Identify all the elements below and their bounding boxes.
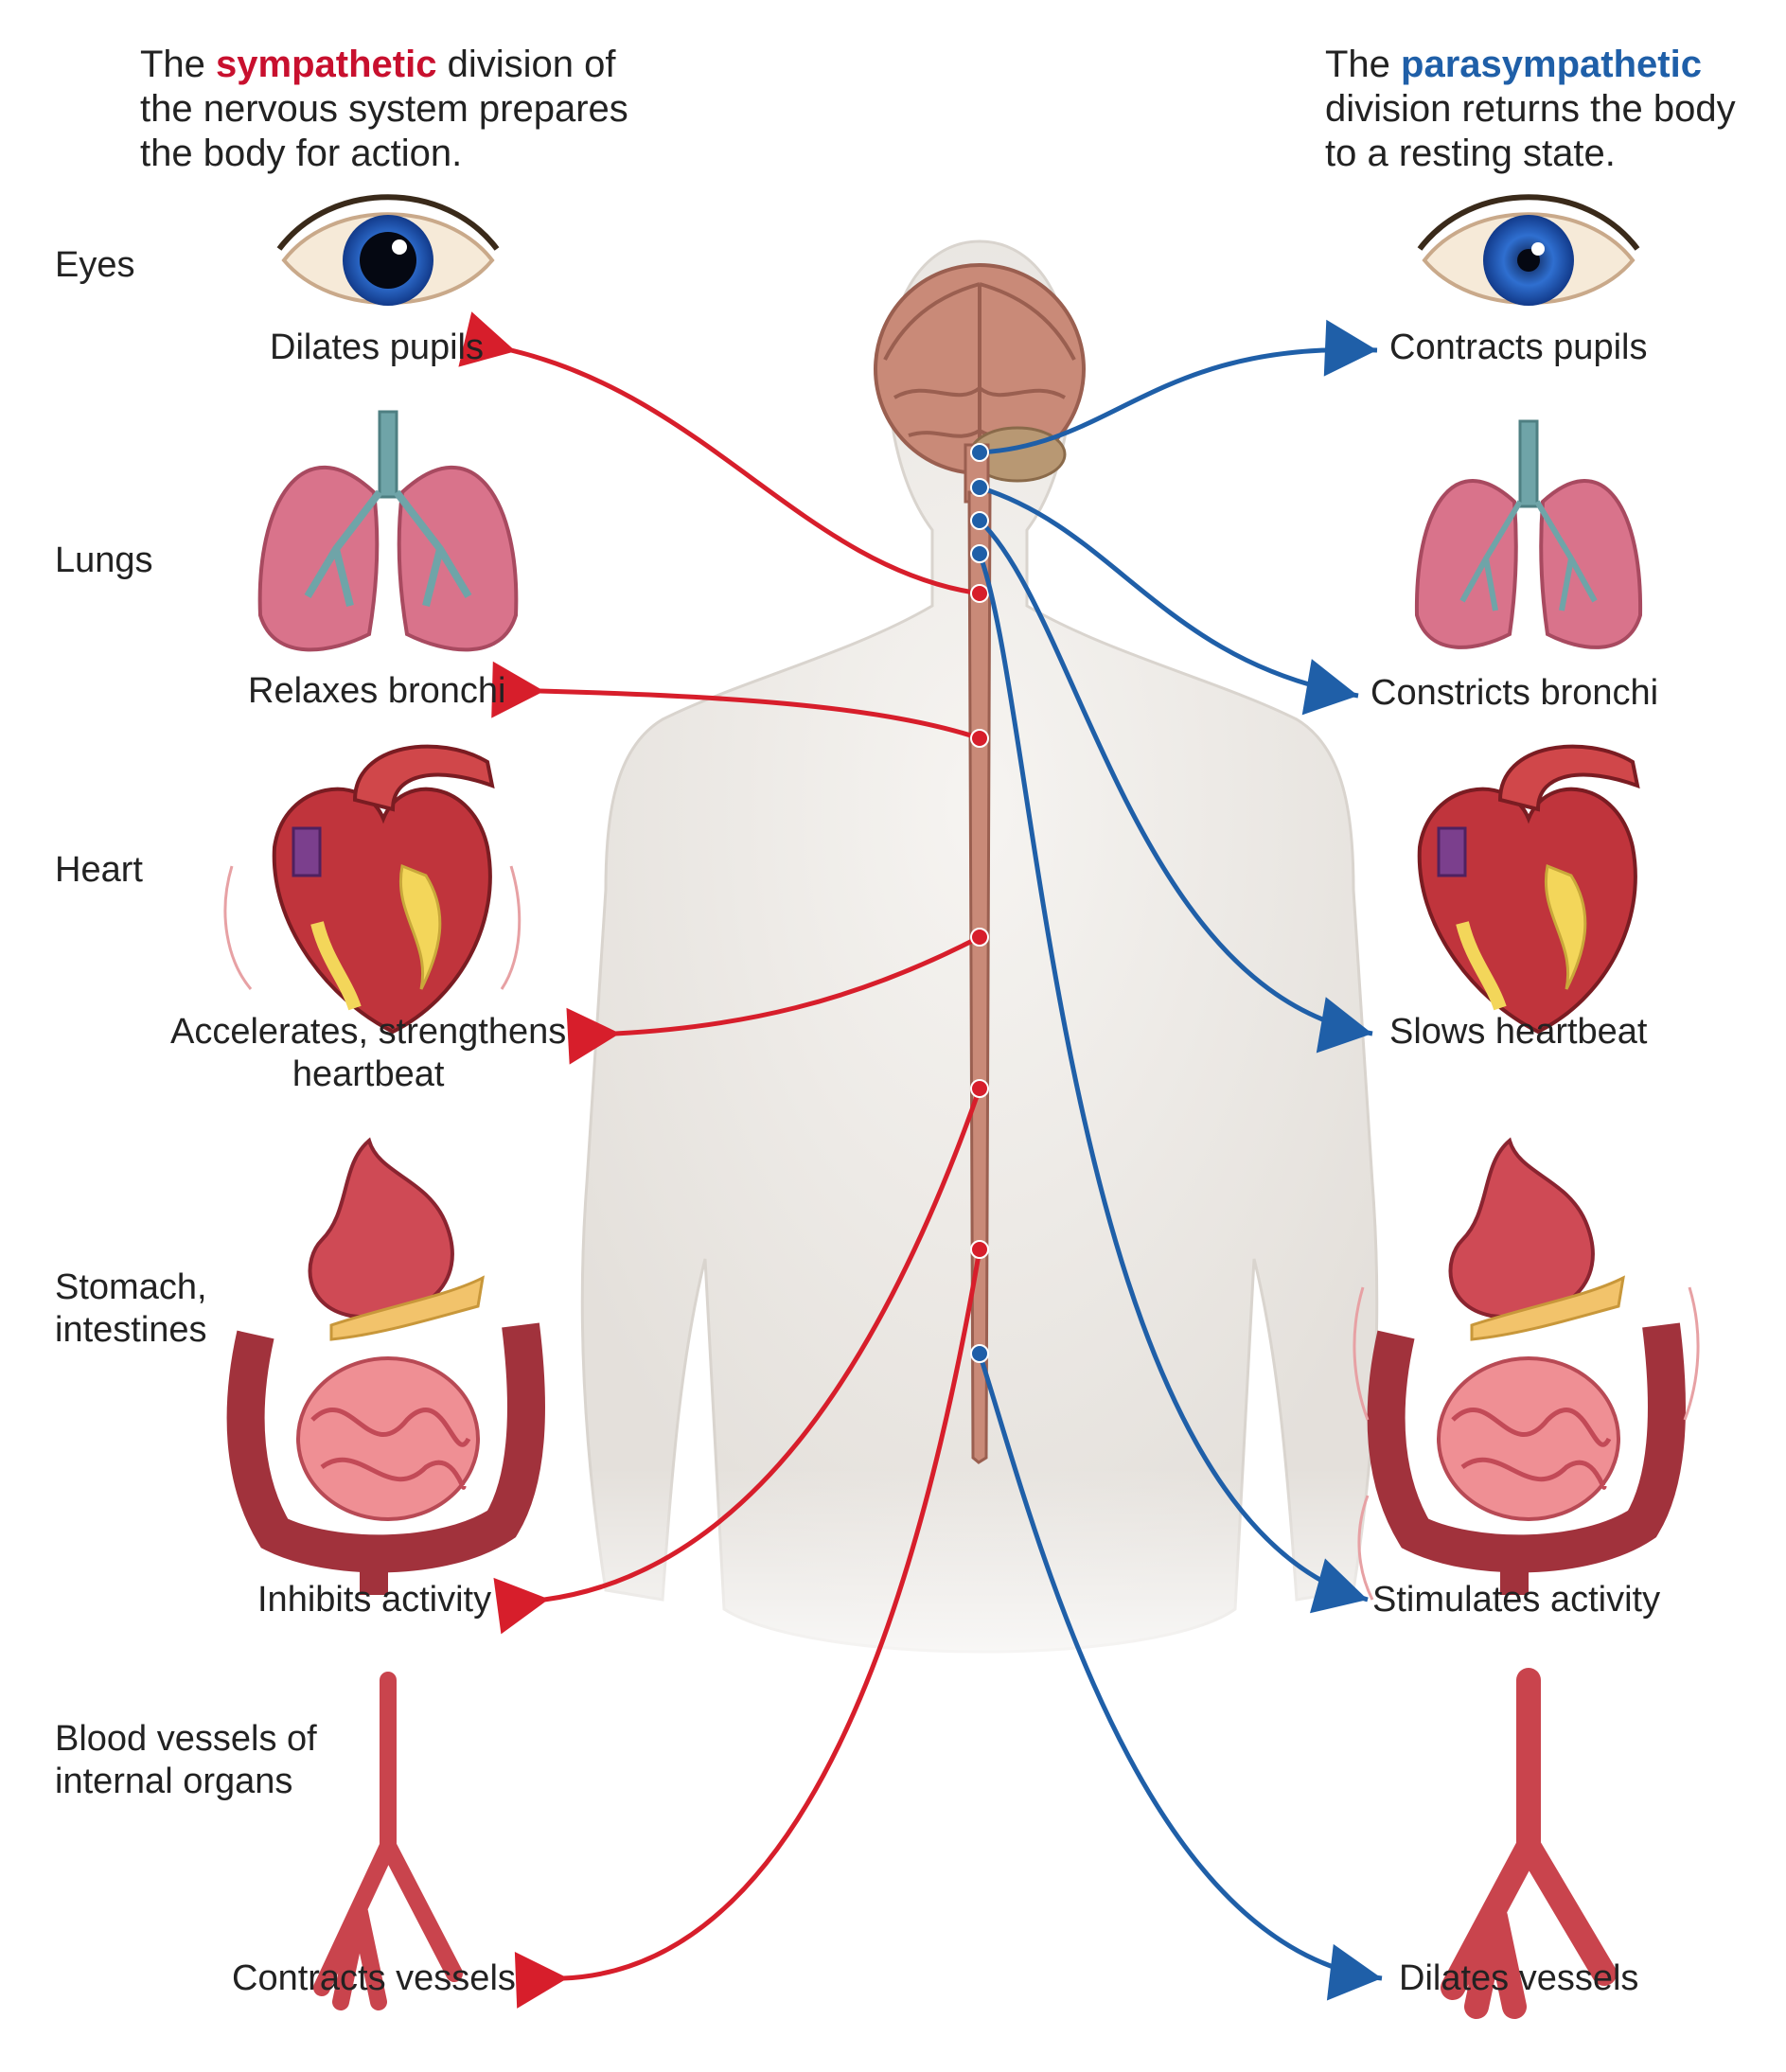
parasympathetic-effect-vessels: Dilates vessels [1399,1958,1639,1998]
blood-vessel-illustration-right [1441,1668,1617,2019]
sympathetic-pathways [458,311,982,2010]
spinal-cord [967,490,992,1464]
parasympathetic-nodes [970,443,989,1363]
sympathetic-intro-line2: the nervous system prepares [140,88,628,130]
organ-label-heart: Heart [55,850,143,890]
parasympathetic-path-vessels [977,1353,1383,2001]
sympathetic-nodes [970,584,989,1259]
parasympathetic-path-heart [978,519,1373,1054]
organ-label-digestive-line2: intestines [55,1310,207,1350]
sympathetic-path-pupils [458,311,981,596]
heart-illustration-right [1417,744,1640,1035]
sympathetic-effect-vessels: Contracts vessels [232,1958,516,1998]
blood-vessel-illustration-left [313,1672,463,2010]
digestive-illustration-right [1353,1137,1700,1601]
sympathetic-effect-heart: Accelerates, strengthens heartbeat [170,1011,566,1096]
sympathetic-path-heart [566,934,981,1065]
parasympathetic-intro: The parasympathetic division returns the… [1325,43,1736,176]
sympathetic-path-digestive [493,1088,982,1635]
sympathetic-path-bronchi [491,661,981,741]
sympathetic-path-vessels [514,1249,982,2010]
sympathetic-intro-line1-post: division of [436,44,616,85]
parasympathetic-path-bronchi [979,485,1359,716]
organ-label-eyes: Eyes [55,245,135,285]
sympathetic-keyword: sympathetic [216,44,437,85]
parasympathetic-effect-digestive: Stimulates activity [1372,1580,1661,1620]
organ-label-blood-vessels: Blood vessels of internal organs [55,1718,317,1803]
sympathetic-intro: The sympathetic division of the nervous … [140,43,628,176]
parasympathetic-effect-pupils: Contracts pupils [1389,328,1648,367]
parasympathetic-keyword: parasympathetic [1401,44,1702,85]
digestive-illustration-left [226,1137,545,1595]
organ-label-digestive-line1: Stomach, [55,1267,207,1307]
eye-illustration-right [1417,194,1640,306]
sympathetic-effect-bronchi: Relaxes bronchi [248,671,506,711]
parasympathetic-intro-pre: The [1325,44,1402,85]
organ-label-lungs: Lungs [55,540,153,580]
organ-label-blood-vessels-line1: Blood vessels of [55,1719,317,1759]
parasympathetic-effect-heart: Slows heartbeat [1389,1012,1648,1052]
organ-label-digestive: Stomach, intestines [55,1266,207,1352]
organ-label-blood-vessels-line2: internal organs [55,1762,293,1801]
parasympathetic-path-pupils [979,319,1378,455]
sympathetic-effect-heart-line2: heartbeat [292,1054,445,1094]
lungs-illustration-left [257,410,519,652]
parasympathetic-path-digestive [977,553,1369,1614]
heart-illustration-left [223,744,522,1035]
parasympathetic-intro-line2: division returns the body [1325,88,1736,130]
sympathetic-intro-pre: The [140,44,217,85]
lungs-illustration-right [1414,419,1643,649]
sympathetic-effect-heart-line1: Accelerates, strengthens [170,1012,567,1052]
eye-illustration-left [276,194,500,306]
sympathetic-intro-line3: the body for action. [140,133,463,174]
parasympathetic-pathways [977,319,1383,2001]
sympathetic-effect-digestive: Inhibits activity [257,1580,492,1620]
parasympathetic-effect-bronchi: Constricts bronchi [1370,673,1659,713]
sympathetic-effect-pupils: Dilates pupils [270,328,484,367]
parasympathetic-intro-line3: to a resting state. [1325,133,1616,174]
